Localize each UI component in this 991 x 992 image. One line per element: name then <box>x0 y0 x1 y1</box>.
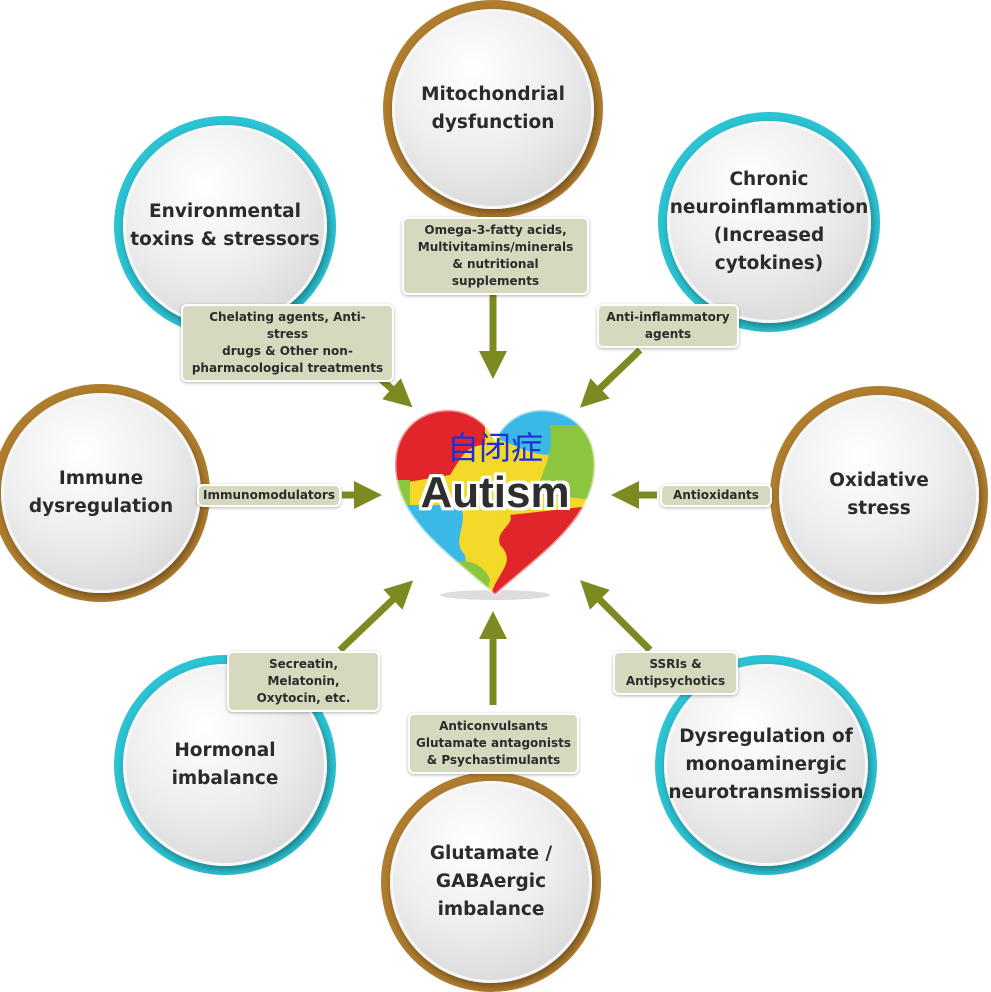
treatment-glutamate: Anticonvulsants Glutamate antagonists & … <box>408 713 579 774</box>
node-monoaminergic-dysregulation: Dysregulation of monoaminergic neurotran… <box>655 655 877 875</box>
puzzle-heart-logo <box>393 408 597 600</box>
node-oxidative-stress: Oxidative stress <box>770 386 988 604</box>
node-immune-dysregulation: Immune dysregulation <box>0 384 210 602</box>
node-label: Mitochondrial dysfunction <box>421 84 565 133</box>
arrow-chronic <box>579 347 643 408</box>
node-label: Chronic neuroinflammation (Increased cyt… <box>669 169 869 274</box>
node-mitochondrial-dysfunction: Mitochondrial dysfunction <box>383 0 603 218</box>
node-label: Dysregulation of monoaminergic neurotran… <box>668 726 864 803</box>
treatment-immune: Immunomodulators <box>197 484 341 507</box>
treatment-hormonal: Secreatin, Melatonin, Oxytocin, etc. <box>227 651 380 712</box>
node-label: Oxidative stress <box>829 470 929 519</box>
treatment-oxidative: Antioxidants <box>660 484 772 507</box>
node-chronic-neuroinflammation: Chronic neuroinflammation (Increased cyt… <box>658 112 880 332</box>
treatment-mitochondrial: Omega-3-fatty acids, Multivitamins/miner… <box>402 217 589 295</box>
autism-title: Autism <box>420 468 570 517</box>
node-label: Environmental toxins & stressors <box>130 201 320 250</box>
node-label: Hormonal imbalance <box>171 740 279 789</box>
node-environmental-toxins: Environmental toxins & stressors <box>114 116 336 336</box>
node-label: Glutamate / GABAergic imbalance <box>429 843 553 920</box>
arrow-hormonal <box>337 580 414 653</box>
treatment-chronic: Anti-inflammatory agents <box>597 304 739 348</box>
treatment-monoaminergic: SSRIs & Antipsychotics <box>613 651 738 695</box>
arrow-monoaminergic <box>580 580 653 653</box>
node-glutamate-gaba-imbalance: Glutamate / GABAergic imbalance <box>381 772 601 992</box>
treatment-environmental: Chelating agents, Anti-stress drugs & Ot… <box>181 304 394 382</box>
node-label: Immune dysregulation <box>28 468 174 517</box>
autism-chinese-title: 自闭症 <box>446 429 543 467</box>
